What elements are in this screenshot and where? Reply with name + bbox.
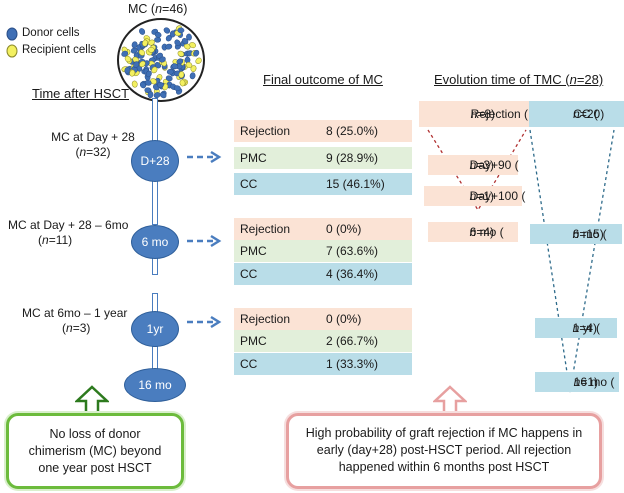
evolution-cc-item: 1 yr (n=4) [535, 318, 617, 338]
donor-cell [177, 27, 185, 34]
node-16mo: 16 mo [124, 368, 186, 402]
recipient-cell [138, 49, 146, 56]
note-no-loss: No loss of donor chimerism (MC) beyond o… [6, 413, 184, 489]
donor-cell [193, 49, 200, 57]
donor-cell [165, 43, 173, 50]
evolution-funnel-lines [427, 129, 615, 393]
recipient-cell [129, 69, 136, 77]
donor-cell [159, 56, 166, 63]
evolution-rejection-item: 6 mo (n=4) [428, 222, 518, 242]
donor-cell [166, 69, 174, 75]
recipient-cell [131, 80, 138, 88]
recipient-cell [195, 57, 202, 64]
legend-recipient: Recipient cells [22, 44, 97, 56]
donor-cell [174, 39, 181, 47]
evolution-rejection-item: Day+100 (n=1) [424, 186, 525, 206]
stage-label-2: MC at Day + 28 – 6mo (n=11) [8, 218, 129, 247]
note-graft-rejection: High probability of graft rejection if M… [286, 413, 602, 489]
recipient-cell [148, 39, 155, 46]
donor-cell [156, 82, 164, 88]
node-1yr: 1yr [131, 311, 179, 347]
recipient-cell [142, 39, 148, 47]
donor-cell [133, 61, 140, 68]
recipient-cell-icon [6, 44, 18, 58]
timeline-shaft-4 [152, 293, 158, 313]
recipient-cell [189, 42, 196, 49]
recipient-cell [150, 78, 157, 85]
donor-cell [186, 33, 192, 41]
donor-cell [163, 27, 171, 34]
donor-cell [173, 85, 181, 92]
evolution-rejection: Rejection (n=8) [419, 101, 529, 127]
donor-cell [147, 91, 154, 99]
donor-cell [145, 70, 152, 78]
time-heading: Time after HSCT [32, 86, 130, 101]
donor-cell [165, 75, 173, 82]
recipient-cell [147, 46, 155, 53]
donor-cell [181, 38, 189, 45]
arrow-stage-1 [187, 150, 222, 164]
node-d28: D+28 [131, 140, 179, 182]
timeline-shaft-2 [152, 180, 158, 225]
donor-cell [154, 36, 162, 43]
evolution-rejection-item: Day+90 (n=3) [428, 155, 519, 175]
evolution-heading: Evolution time of TMC (n=28) [434, 72, 604, 87]
donor-cell [139, 28, 146, 35]
timeline-shaft-1 [152, 98, 158, 142]
donor-cell [153, 92, 161, 99]
recipient-cell [132, 56, 139, 63]
recipient-cell [124, 55, 132, 63]
donor-cell [121, 50, 129, 57]
arrow-stage-2 [187, 234, 222, 248]
donor-cell [131, 41, 138, 49]
donor-cell [159, 91, 167, 99]
recipient-cell [177, 50, 185, 57]
recipient-cell [139, 60, 146, 68]
evolution-cc-item: 6 mo (n=15) [530, 224, 622, 244]
up-arrow-pink [433, 385, 467, 415]
donor-cell [130, 47, 138, 54]
donor-cell [176, 58, 184, 65]
up-arrow-green [75, 385, 109, 415]
recipient-cell [183, 43, 191, 50]
donor-cell [144, 79, 152, 86]
cell-mix-circle [117, 18, 205, 102]
final-outcome-heading: Final outcome of MC [263, 72, 383, 87]
evolution-cc-item: 16 mo (n=1) [535, 372, 619, 392]
recipient-cell [178, 71, 185, 79]
donor-cell-icon [6, 27, 18, 41]
recipient-cell [190, 65, 197, 72]
node-6mo: 6 mo [131, 225, 179, 259]
donor-cell [189, 72, 196, 80]
recipient-cell [179, 79, 186, 87]
recipient-cell [151, 66, 158, 74]
timeline-shaft-5 [152, 346, 158, 370]
evolution-cc: CC (n=20) [529, 101, 624, 127]
stage-label-1: MC at Day + 28 (n=32) [51, 130, 135, 159]
top-label: MC (n=46) [128, 2, 188, 16]
donor-cell [171, 63, 179, 70]
arrow-stage-3 [187, 315, 222, 329]
stage-label-3: MC at 6mo – 1 year (n=3) [22, 306, 128, 335]
legend-donor: Donor cells [22, 27, 80, 39]
